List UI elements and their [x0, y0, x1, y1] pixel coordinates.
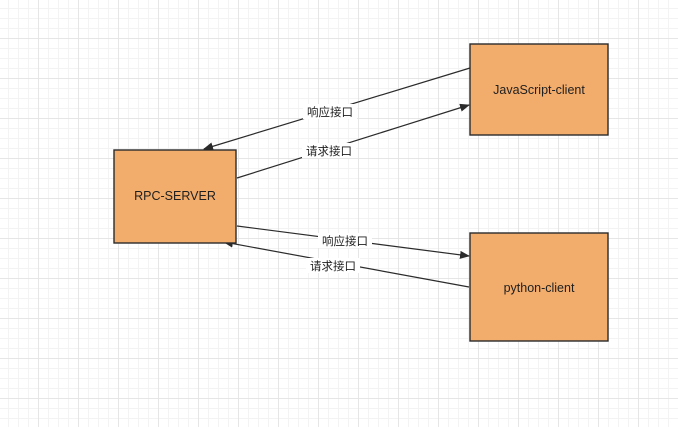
node-label: RPC-SERVER — [134, 189, 216, 203]
node-rpc-server[interactable]: RPC-SERVER — [113, 149, 237, 244]
edge-label-js-response: 响应接口 — [303, 104, 357, 119]
edge-label-text: 请求接口 — [310, 259, 356, 273]
edge-label-text: 响应接口 — [322, 234, 368, 248]
edge-js-request-arrow — [236, 103, 470, 179]
node-label: JavaScript-client — [493, 83, 585, 97]
node-label: python-client — [504, 281, 575, 295]
node-python-client[interactable]: python-client — [469, 232, 609, 342]
edge-label-py-response: 响应接口 — [318, 233, 372, 248]
edge-label-text: 请求接口 — [306, 144, 352, 158]
edge-label-text: 响应接口 — [307, 105, 353, 119]
node-javascript-client[interactable]: JavaScript-client — [469, 43, 609, 136]
edge-label-py-request: 请求接口 — [306, 258, 360, 273]
edge-label-js-request: 请求接口 — [302, 143, 356, 158]
